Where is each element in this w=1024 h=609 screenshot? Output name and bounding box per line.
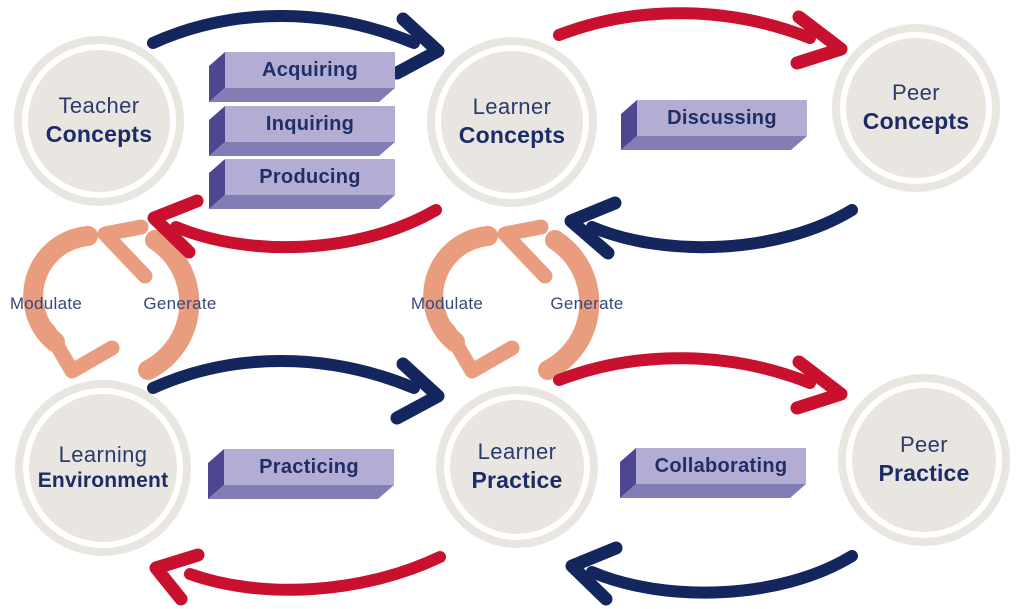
generate-arrowhead-icon xyxy=(497,219,553,284)
box-side-face xyxy=(209,106,225,156)
modulate-generate-cycle-right xyxy=(423,219,600,380)
node-learning-env-line2: Environment xyxy=(37,469,169,493)
modulate-arrow-right xyxy=(423,226,498,352)
arrow-teacher-to-learner xyxy=(147,10,420,49)
box-bottom-face xyxy=(209,195,395,209)
activity-box-practicing: Practicing xyxy=(208,449,394,499)
arrow-learner-to-peer-practice xyxy=(553,352,816,389)
arrow-learner-to-peer-practice-head-icon xyxy=(790,355,848,415)
activity-box-acquiring: Acquiring xyxy=(209,52,395,102)
node-teacher-concepts: Teacher Concepts xyxy=(14,36,184,206)
arrow-peer-to-learner-concepts xyxy=(586,204,858,254)
box-bottom-face xyxy=(620,484,806,498)
activity-box-discussing-label: Discussing xyxy=(637,100,807,136)
box-bottom-face xyxy=(208,485,394,499)
node-teacher-line2: Concepts xyxy=(45,120,153,147)
node-learner-concepts: Learner Concepts xyxy=(427,37,597,207)
node-peer-concepts-line1: Peer xyxy=(891,80,941,106)
activity-box-discussing: Discussing xyxy=(621,100,807,150)
node-peer-concepts-line2: Concepts xyxy=(862,107,970,134)
modulate-generate-cycle-left xyxy=(23,219,200,380)
arrow-practice-to-environment-head-icon xyxy=(149,548,205,606)
generate-arrow-left xyxy=(138,230,200,380)
node-peer-practice: Peer Practice xyxy=(838,374,1010,546)
arrow-learner-to-peer-concepts-head-icon xyxy=(790,10,848,70)
arrow-peer-to-learner-practice-head-icon xyxy=(565,541,623,606)
node-learner-concepts-line2: Concepts xyxy=(458,121,566,148)
arrow-peer-to-learner-practice xyxy=(586,550,858,599)
generate-arrowhead-icon xyxy=(97,219,153,284)
arrow-learner-to-teacher-head-icon xyxy=(147,194,204,259)
generate-arrow-right xyxy=(538,230,600,380)
modulate-label-left: Modulate xyxy=(9,294,83,313)
activity-box-producing-label: Producing xyxy=(225,159,395,195)
arrow-teacher-to-learner-head-icon xyxy=(390,12,445,80)
box-side-face xyxy=(621,100,637,150)
node-learning-env-line1: Learning xyxy=(58,441,148,467)
modulate-label-right: Modulate xyxy=(410,294,484,313)
arrow-environment-to-practice-head-icon xyxy=(390,357,445,425)
box-bottom-face xyxy=(209,88,395,102)
modulate-arrowhead-icon xyxy=(40,322,120,379)
node-peer-concepts: Peer Concepts xyxy=(832,24,1000,192)
arrow-learner-to-teacher xyxy=(170,204,442,254)
box-side-face xyxy=(208,449,224,499)
node-peer-practice-line2: Practice xyxy=(878,459,970,486)
node-learner-practice: Learner Practice xyxy=(436,386,598,548)
arrow-learner-to-peer-concepts xyxy=(553,7,816,44)
arrow-practice-to-environment xyxy=(184,551,446,596)
generate-label-left: Generate xyxy=(143,294,217,313)
activity-box-collaborating: Collaborating xyxy=(620,448,806,498)
box-side-face xyxy=(209,159,225,209)
box-side-face xyxy=(620,448,636,498)
node-learner-practice-line1: Learner xyxy=(477,439,557,465)
generate-label-right: Generate xyxy=(550,294,624,313)
box-side-face xyxy=(209,52,225,102)
arrow-peer-to-learner-concepts-head-icon xyxy=(564,196,622,260)
node-learning-environment: Learning Environment xyxy=(15,380,191,556)
activity-box-inquiring-label: Inquiring xyxy=(225,106,395,142)
activity-box-producing: Producing xyxy=(209,159,395,209)
box-bottom-face xyxy=(209,142,395,156)
modulate-arrow-left xyxy=(23,226,98,352)
arrow-environment-to-practice xyxy=(147,355,420,394)
node-learner-practice-line2: Practice xyxy=(471,466,563,493)
activity-box-collaborating-label: Collaborating xyxy=(636,448,806,484)
activity-box-practicing-label: Practicing xyxy=(224,449,394,485)
modulate-arrowhead-icon xyxy=(440,322,520,379)
node-learner-concepts-line1: Learner xyxy=(472,94,552,120)
activity-box-acquiring-label: Acquiring xyxy=(225,52,395,88)
node-teacher-line1: Teacher xyxy=(58,93,140,119)
node-peer-practice-line1: Peer xyxy=(899,432,949,458)
box-bottom-face xyxy=(621,136,807,150)
activity-box-inquiring: Inquiring xyxy=(209,106,395,156)
